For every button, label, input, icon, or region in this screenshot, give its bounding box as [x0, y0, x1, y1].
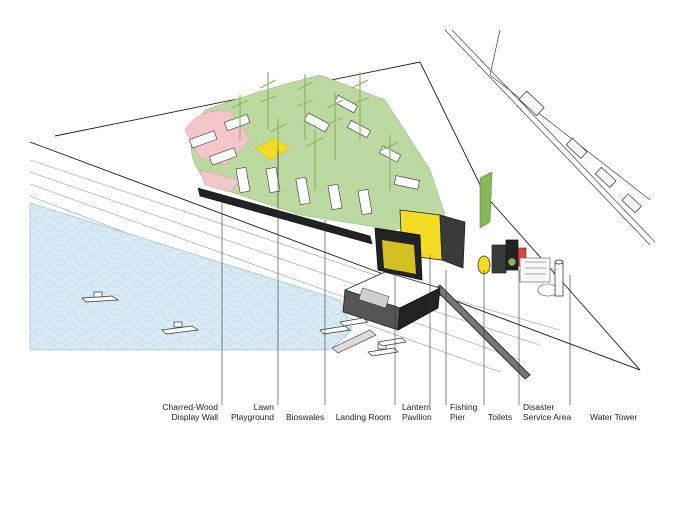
toilets-cluster: [477, 239, 527, 275]
boats: [81, 291, 407, 357]
rv-parking: [189, 94, 420, 216]
paving-pink-2: [199, 169, 241, 193]
label-landing-room: Landing Room: [335, 412, 391, 422]
yellow-court: [254, 137, 291, 161]
river-water: [29, 202, 353, 351]
label-bioswales: Bioswales: [286, 412, 325, 422]
water-tower: [554, 259, 564, 297]
lantern-pavilion: [374, 209, 466, 281]
trees: [231, 72, 399, 190]
label-water-tower: Water Tower: [590, 412, 638, 422]
disaster-service-area: [519, 257, 559, 297]
label-toilets: Toilets: [488, 412, 513, 422]
fishing-pier: [434, 284, 531, 380]
landing-room: [342, 271, 442, 331]
leader-lines: [221, 150, 571, 405]
green-ramp: [479, 171, 493, 229]
railway: [444, 29, 656, 246]
train: [518, 90, 642, 214]
dock-walkway: [331, 329, 377, 354]
charred-wood-display-wall: [197, 187, 373, 245]
